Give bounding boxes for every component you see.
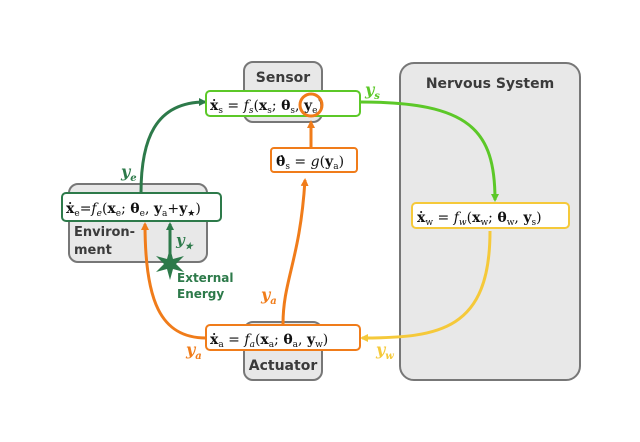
env-eq-arg1: x	[107, 201, 116, 217]
theta-eq-lhs: θ̇	[276, 153, 285, 170]
signal-label-ys: ys	[364, 80, 380, 102]
env-eq-equals: =	[80, 201, 92, 217]
theta-highlight-ring	[298, 92, 324, 118]
arrow-environment-to-sensor	[139, 98, 207, 194]
arrow-actuator-to-theta-update	[281, 178, 309, 325]
signal-label-ya-lower: ya	[185, 340, 202, 362]
act-eq-equals: =	[224, 332, 245, 348]
signal-label-ye: ye	[120, 162, 137, 184]
sensor-eq-theta: θ	[281, 98, 290, 114]
nervous-equation-box	[411, 202, 570, 229]
environment-label-line1: Environ-	[74, 225, 135, 240]
theta-update-equation-box	[270, 147, 358, 173]
sensor-eq-fn: f	[243, 98, 252, 114]
act-eq-lhs: ẋ	[210, 332, 219, 348]
theta-eq-fn: g	[311, 154, 320, 170]
sensor-eq-lhs-sub: s	[218, 106, 223, 116]
nervous-eq-theta: θ	[497, 210, 506, 226]
nervous-eq-lhs: ẋ	[417, 210, 426, 226]
env-eq-arg4: y	[178, 201, 188, 217]
env-eq-theta-sub: e	[140, 209, 145, 219]
sensor-eq-lhs: ẋ	[210, 98, 219, 114]
act-eq-theta: θ	[283, 332, 292, 348]
environment-label-line2: ment	[74, 243, 112, 258]
sensor-eq-fn-sub: s	[249, 106, 254, 116]
nervous-system-label: Nervous System	[426, 76, 554, 92]
arrow-nervous-to-actuator	[360, 230, 492, 342]
sensor-eq-equals: =	[223, 98, 244, 114]
nervous-eq-arg3-sub: s	[531, 218, 536, 228]
nervous-eq-arg3: y	[522, 210, 532, 226]
env-eq-fn-sub: e	[97, 209, 102, 219]
sensor-eq-arg1: x	[259, 98, 268, 114]
env-eq-lhs-sub: e	[74, 209, 79, 219]
act-eq-fn: f	[243, 332, 252, 348]
nervous-eq-equals: =	[433, 210, 454, 226]
nervous-eq-lhs-sub: w	[425, 218, 433, 228]
act-eq-fn-sub: a	[250, 340, 255, 350]
nervous-equation: ẋw = fw(xw; θw, ys)	[417, 210, 542, 228]
env-eq-theta: θ	[130, 201, 139, 217]
external-energy-label-line2: Energy	[177, 287, 224, 301]
actuator-equation-box	[205, 324, 361, 351]
nervous-eq-arg1: x	[472, 210, 481, 226]
act-eq-arg1: x	[260, 332, 269, 348]
external-energy-label-line1: External	[177, 271, 233, 285]
signal-label-yw: yw	[375, 340, 394, 362]
arrow-sensor-to-nervous	[359, 100, 499, 202]
env-eq-plus: +	[167, 201, 179, 217]
actuator-equation: ẋa = fa(xa; θa, yw)	[210, 332, 328, 350]
act-eq-lhs-sub: a	[218, 340, 224, 350]
environment-equation-box	[61, 192, 222, 222]
env-eq-arg4-sub: ★	[187, 209, 195, 219]
nervous-eq-fn-sub: w	[459, 218, 467, 228]
theta-eq-lhs-sub: s	[285, 162, 290, 172]
sensor-eq-arg1-sub: s	[267, 106, 272, 116]
nervous-eq-arg1-sub: w	[480, 218, 488, 228]
external-energy-star-icon	[156, 248, 184, 280]
act-eq-arg3: y	[306, 332, 316, 348]
sensor-eq-arg3: y	[303, 98, 313, 114]
act-eq-theta-sub: a	[293, 340, 299, 350]
theta-eq-equals: =	[290, 154, 311, 170]
env-eq-arg1-sub: e	[116, 209, 121, 219]
environment-equation: ẋe=fe(xe; θe, ya+y★)	[66, 201, 201, 219]
sensor-eq-arg3-sub: e	[312, 106, 317, 116]
signal-label-ya-upper: ya	[260, 285, 277, 307]
signal-label-ystar: y★	[175, 231, 195, 252]
act-eq-arg1-sub: a	[269, 340, 275, 350]
nervous-eq-fn: f	[453, 210, 462, 226]
env-eq-lhs: ẋ	[66, 201, 75, 217]
arrow-actuator-to-environment	[141, 222, 207, 340]
theta-eq-arg: y	[324, 154, 334, 170]
act-eq-arg3-sub: w	[315, 340, 323, 350]
env-eq-arg3: y	[153, 201, 163, 217]
theta-update-equation: θ̇s = g(ya)	[276, 153, 344, 172]
sensor-eq-theta-sub: s	[290, 106, 295, 116]
theta-eq-arg-sub: a	[333, 162, 339, 172]
actuator-label: Actuator	[249, 358, 318, 374]
env-eq-arg3-sub: a	[162, 209, 168, 219]
env-eq-fn: f	[90, 201, 99, 217]
sensor-label: Sensor	[256, 70, 310, 86]
nervous-eq-theta-sub: w	[507, 218, 515, 228]
